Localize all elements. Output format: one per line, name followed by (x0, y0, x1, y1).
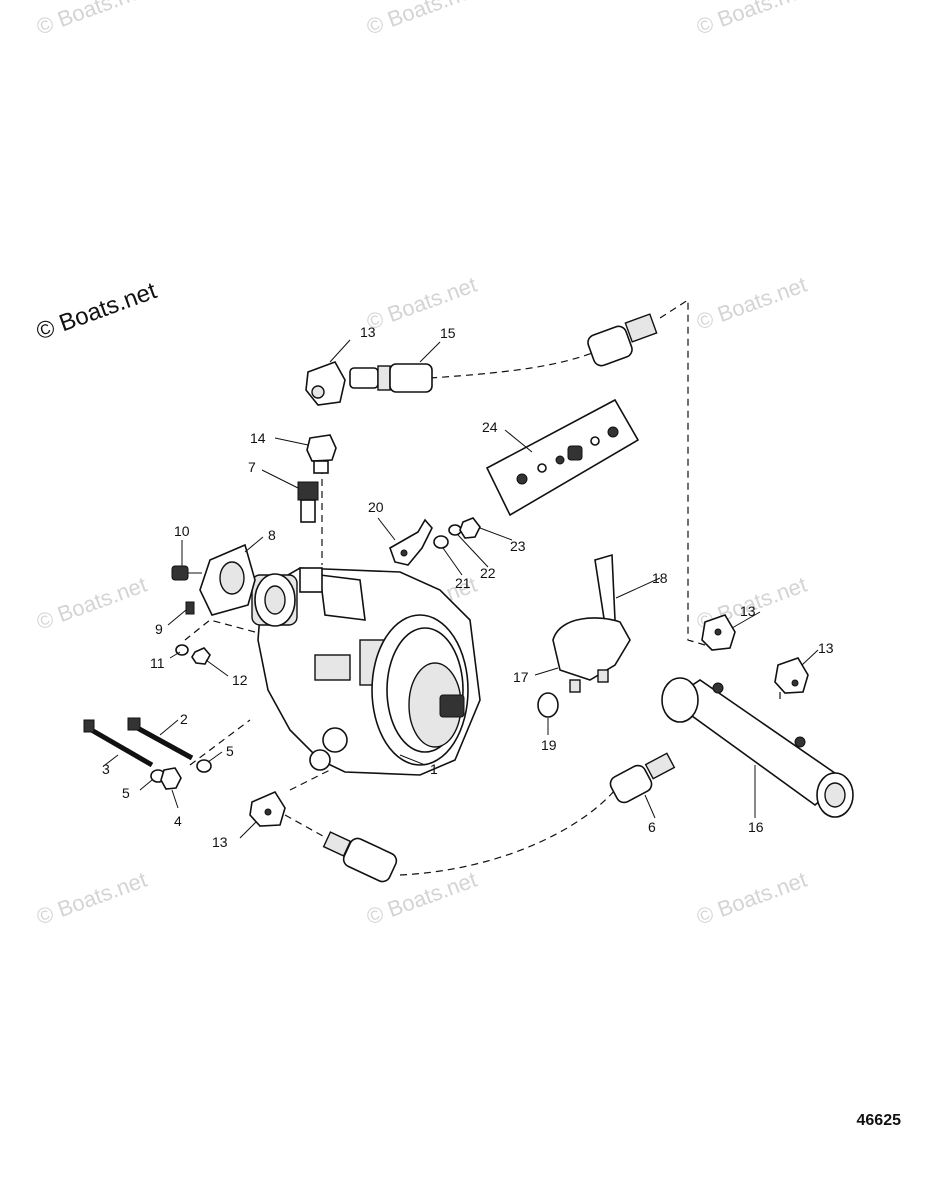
elbow-fitting (774, 657, 809, 694)
elbow-fitting (249, 790, 286, 827)
oil-cooler (661, 677, 854, 818)
callout-label: 23 (510, 538, 526, 554)
callout-label: 19 (541, 737, 557, 753)
watermark: © Boats.net (363, 0, 480, 40)
bracket (389, 518, 433, 566)
callout-label: 13 (818, 640, 834, 656)
watermark: © Boats.net (33, 572, 150, 635)
callout-label: 14 (250, 430, 266, 446)
callout-label: 12 (232, 672, 248, 688)
mounting-bracket (552, 553, 631, 693)
hose-fitting (609, 752, 676, 804)
callout-label: 8 (268, 527, 276, 543)
elbow-fitting (701, 614, 736, 651)
callout-label: 9 (155, 621, 163, 637)
callout-label: 5 (122, 785, 130, 801)
watermark: © Boats.net (363, 272, 480, 335)
watermark: © Boats.net (33, 0, 150, 40)
callout-label: 13 (212, 834, 228, 850)
bolt (171, 565, 202, 581)
callout-label: 20 (368, 499, 384, 515)
callout-label: 2 (180, 711, 188, 727)
callout-label: 21 (455, 575, 471, 591)
fitting (306, 434, 337, 474)
callout-label: 16 (748, 819, 764, 835)
hose-routing (184, 298, 781, 876)
small-hardware (175, 601, 211, 665)
callout-label: 24 (482, 419, 498, 435)
callout-label: 10 (174, 523, 190, 539)
callout-label: 1 (430, 761, 438, 777)
pressure-switch (297, 481, 319, 523)
watermark-main: © Boats.net (33, 277, 161, 345)
washers-nut (433, 517, 481, 549)
watermark: © Boats.net (33, 867, 150, 930)
hose-fitting (349, 363, 433, 393)
cap (537, 692, 559, 718)
callout-label: 3 (102, 761, 110, 777)
watermarks: © Boats.net © Boats.net © Boats.net © Bo… (33, 0, 810, 930)
callout-label: 17 (513, 669, 529, 685)
nut-washers (150, 759, 212, 790)
leader-lines (104, 339, 819, 839)
figure-number: 46625 (856, 1112, 902, 1129)
callout-label: 13 (740, 603, 756, 619)
hose-fitting (587, 313, 658, 367)
watermark: © Boats.net (693, 867, 810, 930)
callout-label: 18 (652, 570, 668, 586)
callout-label: 4 (174, 813, 182, 829)
transmission-housing (251, 567, 481, 776)
watermark: © Boats.net (693, 0, 810, 40)
callout-labels: 1 2 3 4 5 5 6 7 8 9 10 11 12 13 13 13 13… (102, 324, 834, 850)
callout-label: 22 (480, 565, 496, 581)
callout-label: 7 (248, 459, 256, 475)
callout-label: 6 (648, 819, 656, 835)
adapter-plate (199, 543, 256, 616)
callout-label: 5 (226, 743, 234, 759)
stud-bolts (83, 717, 194, 768)
callout-label: 11 (150, 655, 165, 671)
hose-fitting (322, 831, 398, 883)
watermark: © Boats.net (693, 272, 810, 335)
elbow-fitting (305, 361, 346, 406)
hardware-kit (485, 398, 640, 517)
callout-label: 15 (440, 325, 456, 341)
callout-label: 13 (360, 324, 376, 340)
